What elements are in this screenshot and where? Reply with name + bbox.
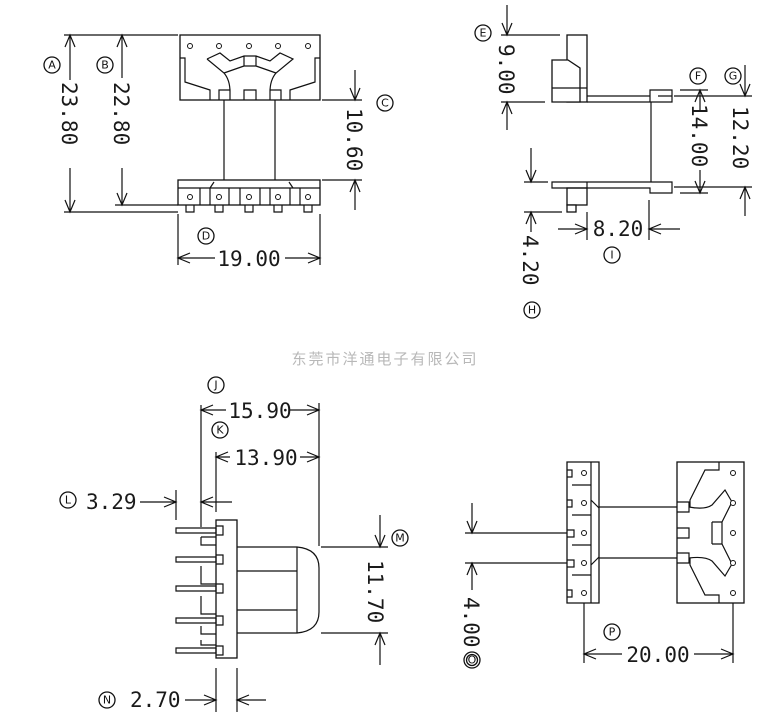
front-view: 23.80 A 22.80 B 10.60 C 19.00 D [43, 33, 394, 271]
dim-K-value: 13.90 [234, 446, 297, 470]
svg-text:A: A [48, 59, 56, 72]
svg-text:F: F [695, 70, 701, 83]
svg-text:J: J [213, 379, 217, 392]
marker-D: D [197, 227, 215, 245]
dim-G-value: 12.20 [728, 106, 752, 169]
side-view: 9.00 E 14.00 F 12.20 G 4.20 H 8.20 I [474, 5, 752, 319]
dim-E-value: 9.00 [494, 44, 518, 95]
marker-N: N [98, 691, 116, 709]
svg-text:C: C [381, 97, 389, 110]
dim-B-value: 22.80 [109, 82, 133, 145]
dim-M-value: 11.70 [363, 560, 387, 623]
marker-K: K [211, 421, 229, 439]
svg-text:D: D [202, 230, 210, 243]
core [237, 546, 320, 634]
marker-H: H [523, 301, 541, 319]
marker-E: E [474, 24, 492, 42]
top-view: 15.90 J 13.90 K 3.29 L 11.70 M 2.70 N [59, 376, 409, 712]
marker-B: B [96, 56, 114, 74]
top-flange-holes [187, 43, 311, 49]
pins [175, 525, 224, 656]
dim-F-value: 14.00 [687, 104, 711, 167]
marker-P: P [603, 623, 621, 641]
dim-A-value: 23.80 [57, 82, 81, 145]
marker-G: G [724, 67, 742, 85]
bottom-view: 4.00 O 20.00 P [459, 461, 745, 669]
marker-M: M [391, 529, 409, 547]
dim-D-value: 19.00 [217, 247, 280, 271]
svg-text:O: O [468, 654, 477, 667]
svg-text:L: L [65, 494, 72, 507]
svg-text:M: M [395, 532, 405, 545]
svg-text:I: I [610, 249, 613, 262]
dim-I-value: 8.20 [593, 217, 644, 241]
marker-L: L [59, 491, 77, 509]
svg-text:B: B [101, 59, 109, 72]
marker-I: I [603, 246, 621, 264]
left-flange-holes [581, 470, 587, 596]
marker-F: F [689, 67, 707, 85]
pins [185, 205, 313, 213]
svg-text:E: E [480, 27, 487, 40]
right-flange-holes [730, 470, 736, 596]
dim-P-value: 20.00 [626, 643, 689, 667]
svg-text:P: P [609, 626, 616, 639]
marker-J: J [207, 376, 225, 394]
marker-O: O [463, 651, 481, 669]
marker-A: A [43, 56, 61, 74]
dim-O-value: 4.00 [459, 597, 483, 648]
svg-text:K: K [216, 424, 224, 437]
core-slot-outline [180, 52, 320, 100]
dim-L-value: 3.29 [86, 490, 137, 514]
svg-text:N: N [103, 694, 111, 707]
dim-J-value: 15.90 [228, 399, 291, 423]
bottom-flange [177, 179, 321, 206]
marker-C: C [376, 94, 394, 112]
dim-C-value: 10.60 [342, 108, 366, 171]
svg-text:G: G [729, 70, 738, 83]
bottom-flange-holes [187, 194, 311, 200]
dim-N-value: 2.70 [130, 688, 181, 712]
svg-text:H: H [528, 304, 536, 317]
company-name: 东莞市洋通电子有限公司 [291, 350, 478, 368]
dim-H-value: 4.20 [518, 235, 542, 286]
